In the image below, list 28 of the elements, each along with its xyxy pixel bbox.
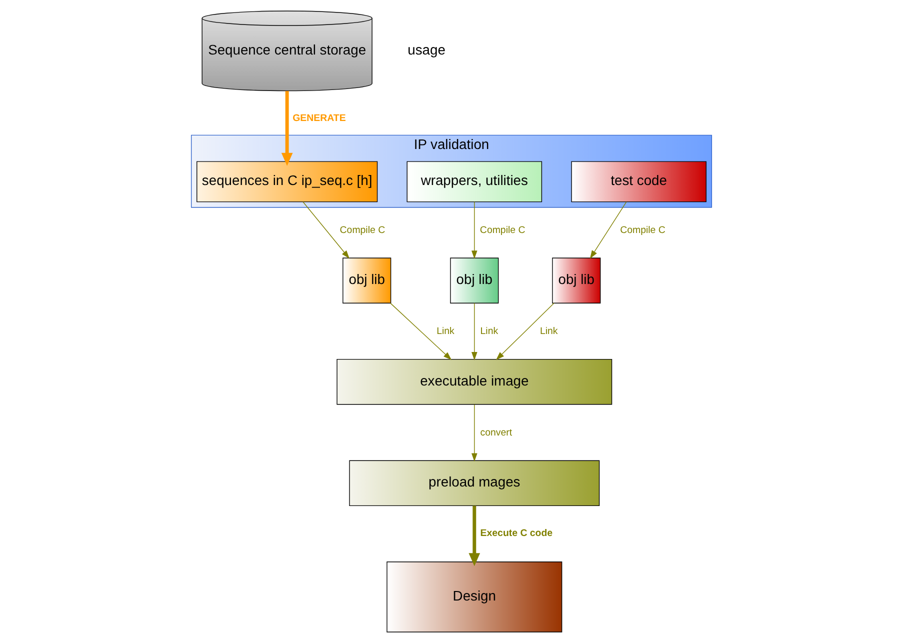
edge-label: Compile C (479, 224, 525, 236)
node-box: wrappers, utilities (406, 161, 542, 202)
arrow (470, 302, 477, 360)
arrow (468, 506, 480, 566)
node-box: Design (386, 562, 562, 632)
arrow (470, 202, 477, 259)
node-box: test code (570, 161, 706, 202)
edge-label: Execute C code (480, 528, 552, 540)
arrow (495, 302, 554, 360)
node-box: sequences in C ip_seq.c [h] (196, 161, 378, 202)
arrow (470, 404, 477, 462)
edge-label: GENERATE (292, 113, 346, 124)
node-box: preload mages (348, 460, 600, 506)
edge-label: Link (539, 326, 558, 338)
arrow (390, 302, 452, 360)
arrow (280, 90, 292, 166)
edge-label: Compile C (339, 224, 385, 236)
edge-label: Link (436, 326, 454, 338)
label: usage (407, 41, 445, 58)
edge-label: Link (480, 326, 498, 338)
edge-label: convert (480, 427, 512, 438)
arrow (302, 202, 349, 259)
node-box: obj lib (450, 258, 498, 304)
node-box: obj lib (342, 258, 391, 304)
arrow (589, 202, 626, 259)
edge-label: Compile C (620, 224, 665, 236)
node-box: executable image (336, 358, 612, 405)
node-box: obj lib (552, 258, 600, 304)
